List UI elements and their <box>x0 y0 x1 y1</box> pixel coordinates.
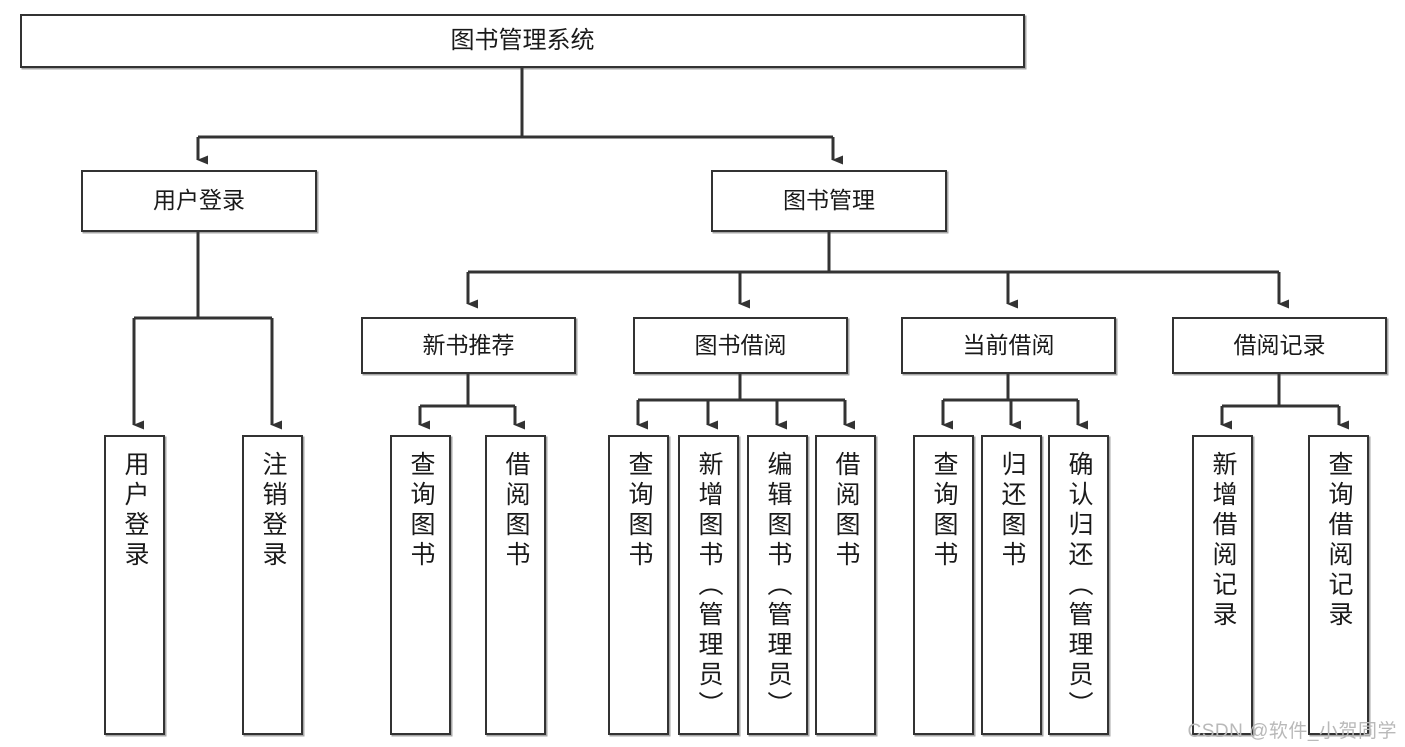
leaf-borrow-3[interactable]: 编辑图书（管理员） <box>747 435 808 735</box>
leaf-label: 归还图书 <box>998 451 1026 571</box>
leaf-borrow-1[interactable]: 查询图书 <box>608 435 669 735</box>
leaf-current-3[interactable]: 确认归还（管理员） <box>1048 435 1109 735</box>
leaf-new-book-2[interactable]: 借阅图书 <box>485 435 546 735</box>
leaf-current-1[interactable]: 查询图书 <box>913 435 974 735</box>
leaf-label: 查询图书 <box>930 451 958 571</box>
leaf-label: 确认归还（管理员） <box>1065 451 1093 721</box>
leaf-label: 注销登录 <box>259 451 287 571</box>
leaf-label: 查询借阅记录 <box>1325 451 1353 631</box>
leaf-label: 查询图书 <box>407 451 435 571</box>
node-book-manage[interactable]: 图书管理 <box>711 170 947 232</box>
node-borrow-label: 图书借阅 <box>694 331 787 358</box>
node-new-book[interactable]: 新书推荐 <box>361 317 576 374</box>
node-current[interactable]: 当前借阅 <box>901 317 1116 374</box>
leaf-label: 借阅图书 <box>832 451 860 571</box>
node-records[interactable]: 借阅记录 <box>1172 317 1387 374</box>
leaf-user-login-2[interactable]: 注销登录 <box>242 435 303 735</box>
node-root[interactable]: 图书管理系统 <box>20 14 1025 68</box>
leaf-label: 编辑图书（管理员） <box>764 451 792 721</box>
leaf-label: 查询图书 <box>625 451 653 571</box>
leaf-label: 新增图书（管理员） <box>695 451 723 721</box>
leaf-borrow-4[interactable]: 借阅图书 <box>815 435 876 735</box>
leaf-label: 借阅图书 <box>502 451 530 571</box>
node-borrow[interactable]: 图书借阅 <box>633 317 848 374</box>
leaf-new-book-1[interactable]: 查询图书 <box>390 435 451 735</box>
node-new-book-label: 新书推荐 <box>422 331 515 358</box>
node-root-label: 图书管理系统 <box>450 26 595 54</box>
leaf-label: 用户登录 <box>121 451 149 571</box>
node-book-manage-label: 图书管理 <box>783 187 875 214</box>
leaf-label: 新增借阅记录 <box>1209 451 1237 631</box>
leaf-user-login-1[interactable]: 用户登录 <box>104 435 165 735</box>
node-user-login[interactable]: 用户登录 <box>81 170 317 232</box>
watermark: CSDN @软件_小贺同学 <box>1187 721 1397 742</box>
leaf-records-1[interactable]: 新增借阅记录 <box>1192 435 1253 735</box>
leaf-records-2[interactable]: 查询借阅记录 <box>1308 435 1369 735</box>
node-user-login-label: 用户登录 <box>153 187 245 214</box>
node-records-label: 借阅记录 <box>1233 331 1326 358</box>
leaf-borrow-2[interactable]: 新增图书（管理员） <box>678 435 739 735</box>
node-current-label: 当前借阅 <box>962 331 1055 358</box>
leaf-current-2[interactable]: 归还图书 <box>981 435 1042 735</box>
